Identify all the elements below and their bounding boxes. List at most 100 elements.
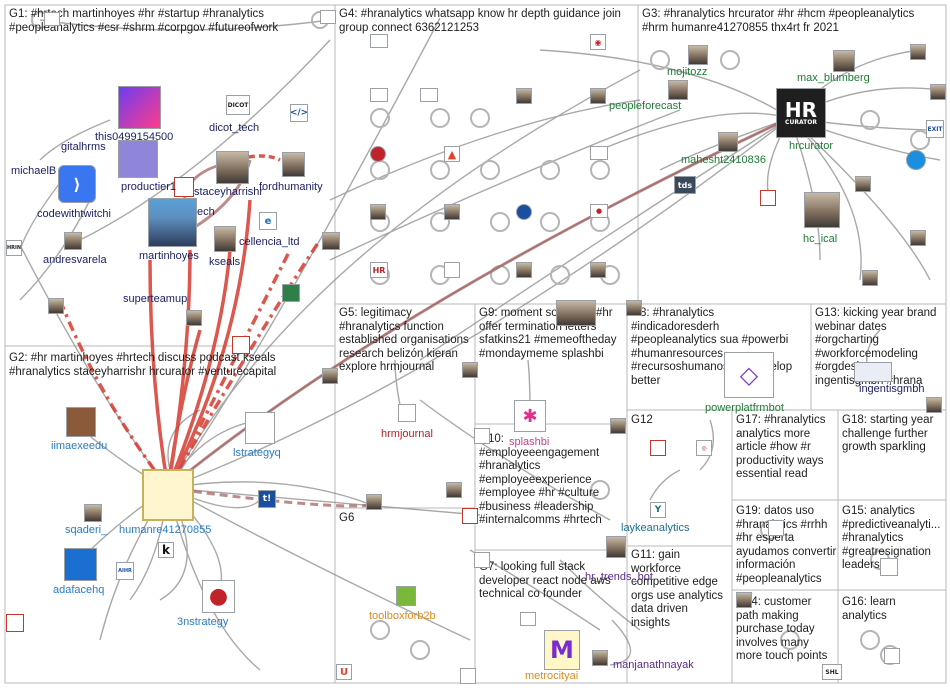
avatar-g4-5[interactable] bbox=[516, 88, 532, 104]
label-laykeanalytics[interactable]: laykeanalytics bbox=[621, 522, 690, 534]
logo-metrocityai[interactable]: M bbox=[544, 630, 580, 670]
logo-g4-2[interactable]: ◉ bbox=[590, 34, 606, 50]
avatar-g4-15[interactable] bbox=[516, 262, 532, 278]
avatar-g3-low2[interactable] bbox=[862, 270, 878, 286]
label-splashbi[interactable]: splashbi bbox=[509, 436, 550, 448]
label-productier1[interactable]: productier1 bbox=[121, 181, 177, 193]
avatar-mahesht2410836[interactable] bbox=[718, 132, 738, 152]
avatar-g1-bottom[interactable] bbox=[186, 310, 202, 326]
logo-g1-top[interactable] bbox=[44, 12, 60, 26]
label-hr_trends_bot[interactable]: hr_trends_bot bbox=[585, 571, 653, 583]
avatar-g5b[interactable] bbox=[322, 368, 338, 384]
label-gitalhrms[interactable]: gitalhrms bbox=[61, 141, 106, 153]
label-superteamup[interactable]: superteamup bbox=[123, 293, 188, 305]
logo-laykeanalytics[interactable]: Y bbox=[650, 502, 666, 518]
avatar-staceyharrishr[interactable] bbox=[216, 151, 249, 184]
avatar-g3-right1[interactable] bbox=[930, 84, 946, 100]
label-martinhoyes[interactable]: martinhoyes bbox=[139, 250, 199, 262]
logo-g7-3[interactable] bbox=[460, 668, 476, 684]
logo-g4-8[interactable]: ▲ bbox=[444, 146, 460, 162]
avatar-g8[interactable] bbox=[626, 300, 642, 316]
label-andresvarela[interactable]: andresvarela bbox=[43, 254, 107, 266]
logo-hrin[interactable]: HRIN bbox=[6, 240, 22, 256]
logo-g12[interactable]: ◎ bbox=[696, 440, 712, 456]
label-lstrategyq[interactable]: lstrategyq bbox=[233, 447, 281, 459]
avatar-g4-6[interactable] bbox=[590, 88, 606, 104]
avatar-g3-right2[interactable] bbox=[910, 44, 926, 60]
avatar-g4-11[interactable] bbox=[444, 204, 460, 220]
label-hrmjournal[interactable]: hrmjournal bbox=[381, 428, 433, 440]
avatar-g5[interactable] bbox=[462, 362, 478, 378]
avatar-g9[interactable] bbox=[556, 300, 596, 326]
label-adafacehq[interactable]: adafacehq bbox=[53, 584, 105, 596]
label-mojitozz[interactable]: mojitozz bbox=[667, 66, 708, 78]
logo-g7-2[interactable] bbox=[520, 612, 536, 626]
logo-g4-12[interactable] bbox=[516, 204, 532, 220]
label-powerplatfrmbot[interactable]: powerplatfrmbot bbox=[705, 402, 784, 414]
avatar-manjanathnayak[interactable] bbox=[592, 650, 608, 666]
avatar-g13[interactable] bbox=[926, 397, 942, 413]
code-icon[interactable]: </> bbox=[290, 104, 308, 122]
avatar-andresvarela[interactable] bbox=[64, 232, 82, 250]
logo-g4-3[interactable] bbox=[370, 88, 388, 102]
avatar-mojitozz[interactable] bbox=[688, 45, 708, 65]
logo-u[interactable]: U bbox=[336, 664, 352, 680]
label-humanre41270855[interactable]: humanre41270855 bbox=[119, 524, 212, 536]
logo-iimaexeedu[interactable] bbox=[66, 407, 96, 437]
label-peopleforecast[interactable]: peopleforecast bbox=[609, 100, 682, 112]
avatar-g10-1[interactable] bbox=[446, 482, 462, 498]
logo-aihr[interactable]: AIHR bbox=[116, 562, 134, 580]
avatar-g14[interactable] bbox=[736, 592, 752, 608]
logo-g4-4[interactable] bbox=[420, 88, 438, 102]
avatar-g3-low[interactable] bbox=[910, 230, 926, 246]
label-hc_ical[interactable]: hc_ical bbox=[803, 233, 838, 245]
label-manjanathnayak[interactable]: manjanathnayak bbox=[613, 659, 694, 671]
label-3nstrategy[interactable]: 3nstrategy bbox=[177, 616, 229, 628]
label-iimaexeedu[interactable]: iimaexeedu bbox=[51, 440, 108, 452]
logo-edge[interactable] bbox=[906, 150, 926, 170]
logo-g4-13[interactable]: ● bbox=[590, 204, 608, 218]
logo-shl[interactable]: SHL bbox=[822, 664, 842, 680]
logo-adafacehq[interactable] bbox=[64, 548, 97, 581]
label-ingentisgmbh[interactable]: ingentisgmbh bbox=[859, 383, 925, 395]
avatar-g1-left[interactable] bbox=[48, 298, 64, 314]
logo-g4-14[interactable] bbox=[444, 262, 460, 278]
label-this0499154500[interactable]: this0499154500 bbox=[95, 131, 174, 143]
logo-g7-1[interactable] bbox=[474, 552, 490, 568]
logo-toolboxforb2b[interactable] bbox=[396, 586, 416, 606]
logo-ingentisgmbh[interactable] bbox=[854, 362, 892, 382]
logo-exit[interactable]: EXIT bbox=[926, 120, 944, 138]
avatar-max_blumberg[interactable] bbox=[833, 50, 855, 72]
label-cellencia_ltd[interactable]: cellencia_ltd bbox=[239, 236, 300, 248]
label-staceyharrishr[interactable]: staceyharrishr bbox=[194, 186, 264, 198]
avatar-g10-2[interactable] bbox=[366, 494, 382, 510]
label-kseals[interactable]: kseals bbox=[209, 256, 241, 268]
avatar-g4-16[interactable] bbox=[590, 262, 606, 278]
label-hrcurator[interactable]: hrcurator bbox=[789, 140, 834, 152]
label-metrocityai[interactable]: metrocityai bbox=[525, 670, 579, 682]
logo-lstrategyq[interactable] bbox=[245, 412, 275, 444]
label-mahesht2410836[interactable]: mahesht2410836 bbox=[681, 154, 767, 166]
logo-splashbi[interactable]: ✱ bbox=[514, 400, 546, 432]
logo-superteamup[interactable] bbox=[282, 284, 300, 302]
label-fordhumanity[interactable]: fordhumanity bbox=[259, 181, 323, 193]
label-max_blumberg[interactable]: max_blumberg bbox=[797, 72, 870, 84]
avatar-fordhumanity[interactable] bbox=[282, 152, 305, 177]
logo-g4-7[interactable] bbox=[370, 146, 386, 162]
logo-t[interactable]: t! bbox=[258, 490, 276, 508]
logo-tds[interactable]: tds bbox=[674, 176, 696, 194]
label-toolboxforb2b[interactable]: toolboxforb2b bbox=[369, 610, 436, 622]
logo-g19[interactable] bbox=[768, 520, 784, 536]
avatar-g1-right[interactable] bbox=[322, 232, 340, 250]
logo-hrmjournal[interactable] bbox=[398, 404, 416, 422]
avatar-kseals[interactable] bbox=[214, 226, 236, 252]
avatar-g12[interactable] bbox=[610, 418, 626, 434]
logo-g4-9[interactable] bbox=[590, 146, 608, 160]
logo-cellencia[interactable]: e bbox=[259, 212, 277, 230]
avatar-productier1[interactable] bbox=[118, 140, 158, 178]
avatar-g4-10[interactable] bbox=[370, 204, 386, 220]
logo-k[interactable]: k bbox=[158, 542, 174, 558]
avatar-martinhoyes[interactable] bbox=[148, 198, 197, 247]
logo-hrcurator[interactable]: HR CURATOR bbox=[776, 88, 826, 138]
label-sqaderi_[interactable]: sqaderi_ bbox=[65, 524, 108, 536]
